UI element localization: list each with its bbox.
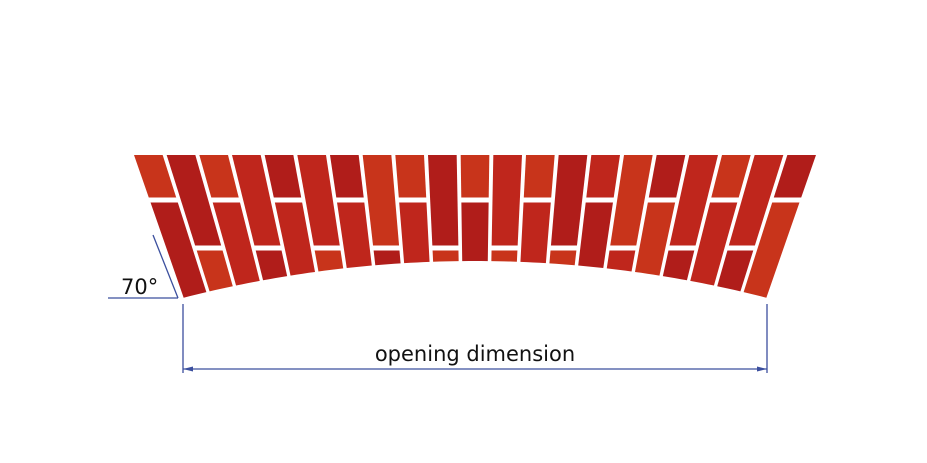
- voussoir-brick: [648, 155, 686, 198]
- voussoir-brick: [337, 202, 372, 269]
- left-arrowhead: [183, 366, 193, 372]
- voussoir-brick: [669, 155, 718, 246]
- voussoir-brick: [362, 155, 400, 246]
- voussoir-brick: [264, 155, 302, 198]
- right-arrowhead: [757, 366, 767, 372]
- voussoir-brick: [662, 250, 695, 281]
- voussoir-brick: [773, 155, 816, 198]
- voussoir-brick: [578, 202, 613, 269]
- angle-label: 70°: [121, 275, 158, 299]
- voussoir-brick: [690, 202, 738, 286]
- voussoir-brick: [549, 250, 577, 266]
- voussoir-brick: [523, 155, 555, 198]
- voussoir-brick: [586, 155, 620, 198]
- voussoir-brick: [610, 155, 653, 246]
- arch-bricks: [134, 155, 816, 298]
- voussoir-brick: [330, 155, 364, 198]
- voussoir-brick: [634, 202, 676, 276]
- voussoir-brick: [728, 155, 784, 246]
- voussoir-brick: [255, 250, 288, 281]
- opening-dimension-label: opening dimension: [375, 342, 575, 366]
- voussoir-brick: [743, 202, 800, 298]
- voussoir-brick: [432, 250, 459, 262]
- voussoir-brick: [199, 155, 239, 198]
- voussoir-brick: [717, 250, 754, 292]
- voussoir-brick: [232, 155, 281, 246]
- voussoir-brick: [314, 250, 344, 272]
- voussoir-brick: [520, 202, 551, 264]
- voussoir-brick: [150, 202, 207, 298]
- voussoir-brick: [491, 155, 522, 246]
- voussoir-brick: [550, 155, 588, 246]
- voussoir-brick: [166, 155, 222, 246]
- voussoir-brick: [399, 202, 430, 264]
- voussoir-brick: [711, 155, 751, 198]
- voussoir-brick: [460, 155, 490, 198]
- voussoir-brick: [395, 155, 427, 198]
- voussoir-brick: [297, 155, 340, 246]
- dimension-annotations: 70° opening dimension: [108, 234, 768, 373]
- voussoir-brick: [606, 250, 636, 272]
- voussoir-brick: [196, 250, 233, 292]
- voussoir-brick: [428, 155, 459, 246]
- voussoir-brick: [373, 250, 401, 266]
- skewback-angle-line: [152, 234, 179, 299]
- voussoir-brick: [212, 202, 260, 286]
- voussoir-brick: [491, 250, 518, 262]
- voussoir-brick: [134, 155, 177, 198]
- voussoir-brick: [461, 202, 489, 262]
- voussoir-brick: [274, 202, 316, 276]
